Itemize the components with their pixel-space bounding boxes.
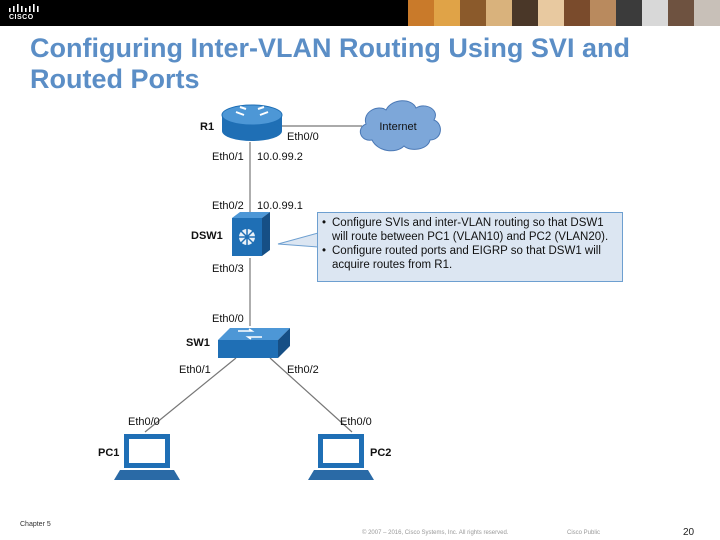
cisco-logo: CISCO bbox=[8, 3, 44, 23]
label-pc1: PC1 bbox=[98, 447, 119, 459]
banner-photo-strip bbox=[408, 0, 720, 26]
logo-wordmark: CISCO bbox=[9, 14, 34, 21]
label-pc2: PC2 bbox=[370, 447, 391, 459]
port-r1-eth0-0: Eth0/0 bbox=[287, 131, 319, 143]
label-dsw1: DSW1 bbox=[191, 230, 223, 242]
footer-copyright: © 2007 – 2016, Cisco Systems, Inc. All r… bbox=[362, 530, 509, 536]
bullet-icon: • bbox=[322, 217, 327, 229]
port-pc2-eth0-0: Eth0/0 bbox=[340, 416, 372, 428]
port-dsw1-eth0-2: Eth0/2 bbox=[212, 200, 244, 212]
banner-photo bbox=[590, 0, 616, 26]
footer-classification: Cisco Public bbox=[567, 530, 601, 536]
banner-photo bbox=[434, 0, 460, 26]
port-dsw1-eth0-3: Eth0/3 bbox=[212, 263, 244, 275]
banner-photo bbox=[694, 0, 720, 26]
port-sw1-eth0-1: Eth0/1 bbox=[179, 364, 211, 376]
pc1-computer-icon bbox=[114, 434, 180, 480]
label-sw1: SW1 bbox=[186, 337, 210, 349]
port-sw1-eth0-2: Eth0/2 bbox=[287, 364, 319, 376]
cisco-bars-icon bbox=[9, 4, 39, 12]
banner-photo bbox=[564, 0, 590, 26]
ip-r1: 10.0.99.2 bbox=[257, 151, 303, 163]
banner-photo bbox=[408, 0, 434, 26]
port-sw1-eth0-0: Eth0/0 bbox=[212, 313, 244, 325]
callout-bullet-1: • Configure SVIs and inter-VLAN routing … bbox=[322, 216, 618, 244]
callout-bullet-2: • Configure routed ports and EIGRP so th… bbox=[322, 244, 618, 272]
banner-photo bbox=[642, 0, 668, 26]
banner-photo bbox=[486, 0, 512, 26]
link-sw1-pc2 bbox=[269, 357, 353, 433]
banner-photo bbox=[668, 0, 694, 26]
multilayer-switch-dsw1-icon bbox=[232, 212, 270, 256]
banner-photo bbox=[538, 0, 564, 26]
callout-pointer bbox=[277, 232, 319, 248]
callout-bullet-text-1: Configure SVIs and inter-VLAN routing so… bbox=[332, 217, 609, 243]
pc2-computer-icon bbox=[308, 434, 374, 480]
banner-photo bbox=[512, 0, 538, 26]
bullet-icon: • bbox=[322, 245, 327, 257]
link-sw1-pc1 bbox=[144, 357, 237, 433]
port-pc1-eth0-0: Eth0/0 bbox=[128, 416, 160, 428]
router-r1-icon bbox=[221, 104, 283, 141]
callout-box: • Configure SVIs and inter-VLAN routing … bbox=[317, 212, 623, 282]
page-number: 20 bbox=[683, 527, 695, 538]
top-banner: CISCO bbox=[0, 0, 720, 26]
internet-label: Internet bbox=[379, 121, 416, 133]
label-r1: R1 bbox=[200, 121, 214, 133]
footer-chapter: Chapter 5 bbox=[20, 521, 51, 528]
slide-title: Configuring Inter-VLAN Routing Using SVI… bbox=[30, 33, 630, 94]
ip-dsw1: 10.0.99.1 bbox=[257, 200, 303, 212]
port-r1-eth0-1: Eth0/1 bbox=[212, 151, 244, 163]
banner-photo bbox=[616, 0, 642, 26]
banner-photo bbox=[460, 0, 486, 26]
internet-cloud-icon bbox=[359, 100, 441, 152]
switch-sw1-icon bbox=[218, 328, 290, 358]
callout-bullet-text-2: Configure routed ports and EIGRP so that… bbox=[332, 245, 601, 271]
